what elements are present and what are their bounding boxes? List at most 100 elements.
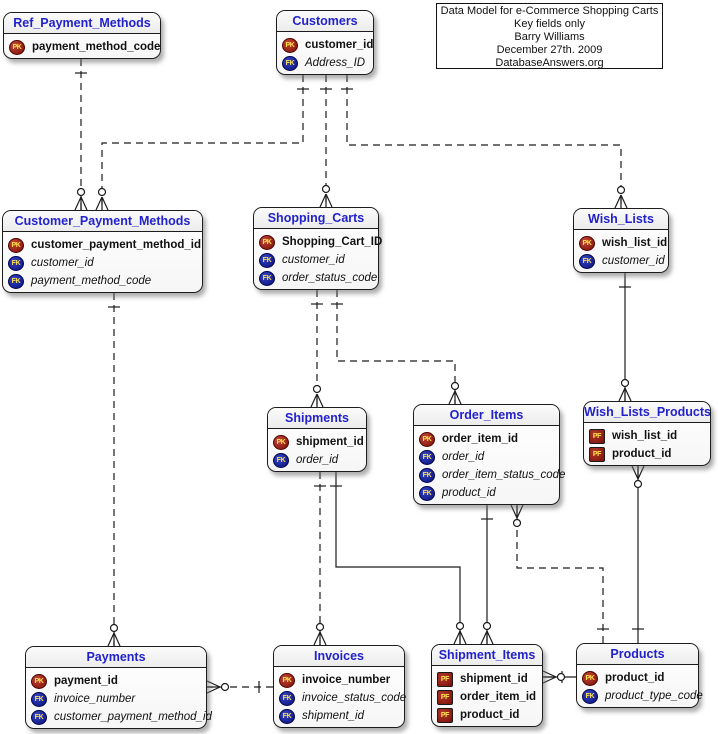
attribute-label: product_id bbox=[605, 672, 665, 684]
pk-key-icon: PK bbox=[259, 234, 275, 250]
relationship-customers-customer_payment_methods bbox=[95, 75, 309, 211]
attribute-label: order_id bbox=[296, 454, 339, 466]
entity-title: Wish_Lists bbox=[574, 209, 668, 230]
entity-title: Order_Items bbox=[414, 405, 559, 426]
diagram-title-box: Data Model for e-Commerce Shopping Carts… bbox=[436, 3, 663, 69]
entity-title: Wish_Lists_Products bbox=[584, 402, 710, 423]
attribute-label: invoice_status_code bbox=[302, 692, 407, 704]
relationship-shipments-shipment_items bbox=[330, 472, 467, 645]
attribute-label: customer_id bbox=[602, 255, 665, 267]
attribute-label: order_id bbox=[442, 451, 485, 463]
attribute-label: order_status_code bbox=[282, 272, 378, 284]
attribute-label: Address_ID bbox=[305, 57, 366, 69]
pk-key-icon: PK bbox=[419, 431, 435, 447]
attribute-label: payment_method_code bbox=[31, 275, 152, 287]
attribute-label: customer_id bbox=[31, 257, 94, 269]
attribute-row: FK customer_payment_method_id bbox=[31, 708, 212, 726]
fk-key-icon: FK bbox=[31, 709, 47, 725]
attribute-row: PK Shopping_Cart_ID bbox=[259, 233, 382, 251]
fk-key-icon: FK bbox=[259, 270, 275, 286]
fk-key-icon: FK bbox=[8, 273, 24, 289]
attribute-label: product_id bbox=[460, 709, 520, 721]
attribute-label: Shopping_Cart_ID bbox=[282, 236, 383, 248]
relationship-wish_lists-wish_lists_products bbox=[618, 273, 632, 402]
title-line: Barry Williams bbox=[514, 31, 585, 43]
pf-key-icon: PF bbox=[589, 428, 605, 444]
attribute-label: invoice_number bbox=[302, 674, 391, 686]
attribute-label: wish_list_id bbox=[602, 237, 668, 249]
pf-key-icon: PF bbox=[437, 707, 453, 723]
relationship-shopping_carts-order_items bbox=[331, 290, 462, 405]
attribute-label: payment_method_code bbox=[32, 41, 161, 53]
attribute-row: PF product_id bbox=[437, 706, 538, 724]
attribute-label: customer_payment_method_id bbox=[31, 239, 201, 251]
relationship-ref_payment_methods-customer_payment_methods bbox=[74, 59, 88, 211]
attribute-row: FK customer_id bbox=[259, 251, 374, 269]
attribute-row: PK invoice_number bbox=[279, 671, 400, 689]
entity-title: Invoices bbox=[274, 646, 404, 667]
attribute-row: FK order_id bbox=[273, 451, 362, 469]
entity-title: Customers bbox=[277, 11, 373, 32]
attribute-label: product_id bbox=[612, 448, 672, 460]
attribute-label: customer_id bbox=[282, 254, 345, 266]
relationship-shopping_carts-shipments bbox=[310, 290, 324, 408]
attribute-label: payment_id bbox=[54, 675, 118, 687]
fk-key-icon: FK bbox=[259, 252, 275, 268]
pk-key-icon: PK bbox=[579, 235, 595, 251]
fk-key-icon: FK bbox=[279, 690, 295, 706]
relationship-products-order_items bbox=[510, 504, 609, 643]
attribute-row: FK payment_method_code bbox=[8, 272, 198, 290]
attribute-label: customer_payment_method_id bbox=[54, 711, 212, 723]
attribute-label: shipment_id bbox=[460, 673, 528, 685]
pk-key-icon: PK bbox=[279, 672, 295, 688]
entity-title: Payments bbox=[26, 647, 206, 668]
pk-key-icon: PK bbox=[31, 673, 47, 689]
attribute-row: FK customer_id bbox=[579, 252, 665, 270]
relationship-customers-wish_lists bbox=[341, 75, 628, 209]
fk-key-icon: FK bbox=[582, 688, 598, 704]
fk-key-icon: FK bbox=[273, 452, 289, 468]
entity-title: Shipment_Items bbox=[432, 645, 542, 666]
title-line: December 27th. 2009 bbox=[496, 44, 603, 56]
entity-title: Shipments bbox=[268, 408, 366, 429]
relationship-products-shipment_items bbox=[542, 670, 576, 684]
attribute-label: invoice_number bbox=[54, 693, 136, 705]
entity-title: Customer_Payment_Methods bbox=[3, 211, 202, 232]
attribute-label: order_item_id bbox=[460, 691, 537, 703]
fk-key-icon: FK bbox=[579, 253, 595, 269]
title-line: Data Model for e-Commerce Shopping Carts bbox=[440, 5, 659, 17]
